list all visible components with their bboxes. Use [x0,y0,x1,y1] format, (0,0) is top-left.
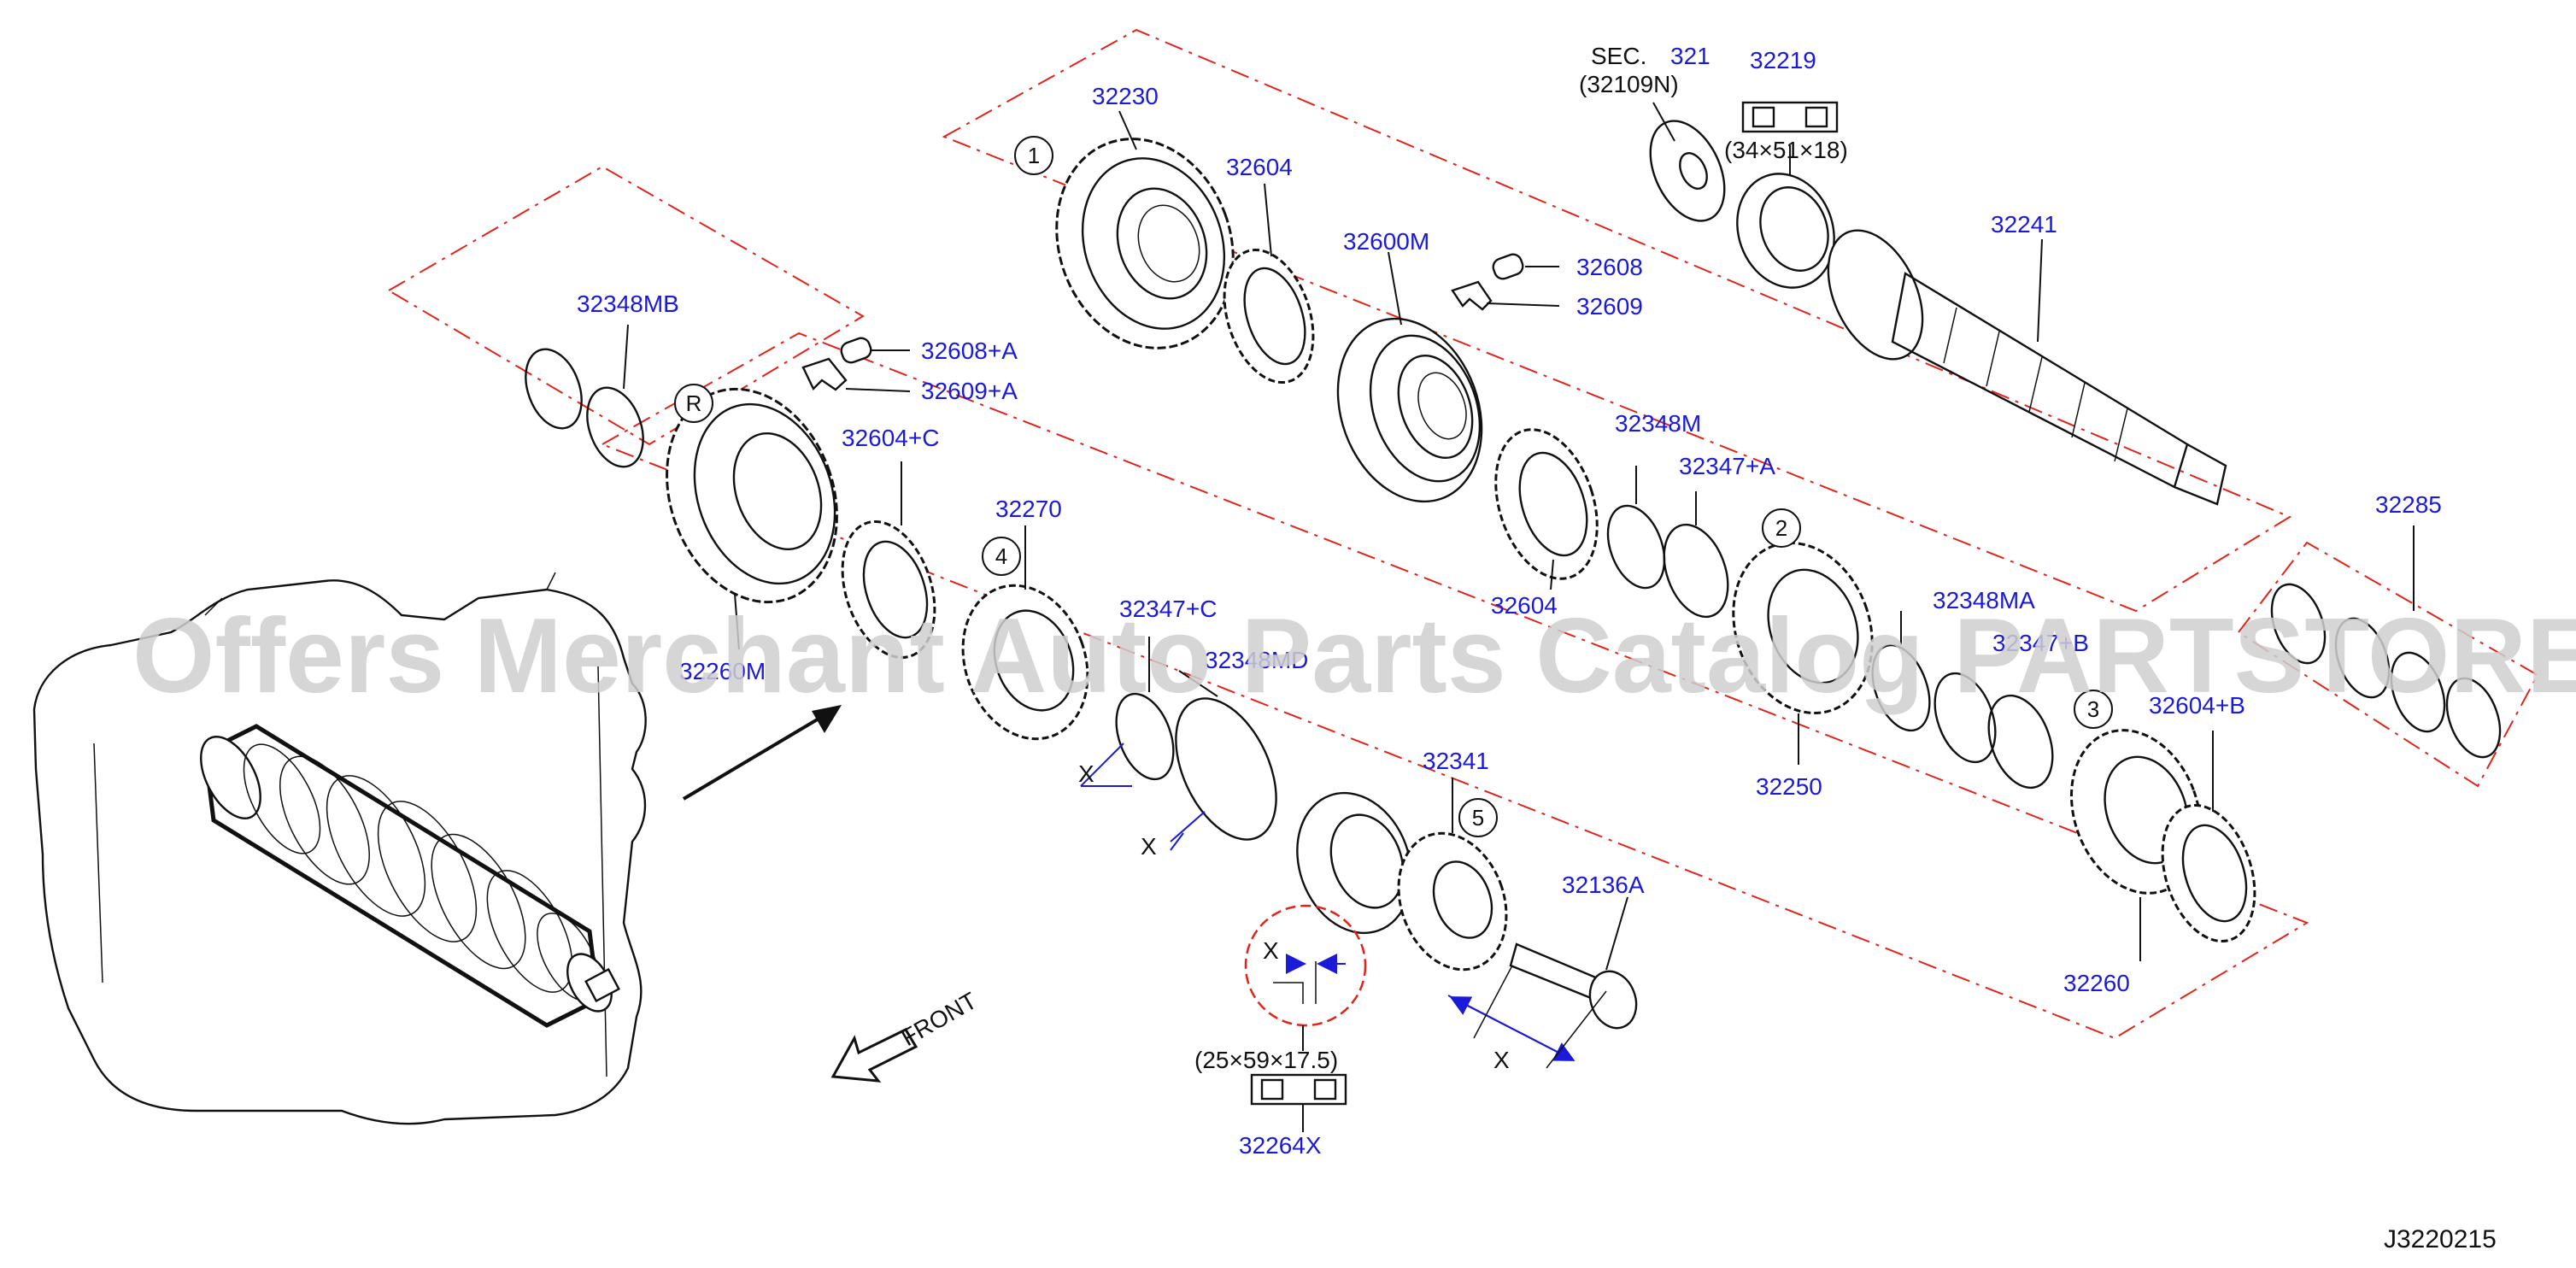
label-32348MA[interactable]: 32348MA [1933,587,2035,613]
svg-text:4: 4 [995,543,1007,569]
label-32260[interactable]: 32260 [2063,970,2130,996]
label-32347B[interactable]: 32347+B [1992,630,2089,656]
label-32609A[interactable]: 32609+A [921,378,1018,404]
part-32609-key[interactable] [1451,280,1493,311]
part-reverse-gear[interactable] [638,365,866,626]
callout-2: 2 [1762,508,1801,548]
group-outline-main [942,28,2292,613]
clearance-detail-circle [1244,904,1367,1027]
sec-ref-link[interactable]: 321 [1670,43,1710,69]
front-label: FRONT [897,987,982,1051]
part-32264X-bearing[interactable] [1278,777,1430,949]
sec-sub-label: (32109N) [1579,71,1679,97]
label-32609[interactable]: 32609 [1576,293,1643,320]
label-32264X-dims: (25×59×17.5) [1194,1047,1338,1073]
label-32348MB[interactable]: 32348MB [577,291,679,317]
label-32348M[interactable]: 32348M [1615,410,1701,437]
group-outline-lower [600,332,2309,1040]
front-direction-indicator: FRONT [830,987,982,1083]
callout-4: 4 [982,537,1021,576]
label-32250[interactable]: 32250 [1756,773,1822,800]
bearing-symbol-32264X [1250,1073,1347,1106]
x-marker-1: X [1078,760,1094,787]
part-32608A-spring[interactable] [839,336,873,365]
label-32608[interactable]: 32608 [1576,254,1643,280]
label-32260M[interactable]: 32260M [679,658,766,684]
part-32348MB-snap-ring[interactable] [515,342,653,475]
x-marker-4: X [1493,1047,1510,1073]
part-32241-main-shaft[interactable] [1810,215,2227,506]
part-32604-synchro-ring-top[interactable] [1209,238,1329,394]
sec-label: SEC. [1591,43,1646,69]
callout-R: R [674,384,713,423]
part-32604C-synchro-ring[interactable] [826,510,951,670]
label-32600M[interactable]: 32600M [1343,228,1429,255]
label-32347C[interactable]: 32347+C [1119,596,1217,622]
label-32270[interactable]: 32270 [995,496,1062,522]
part-32285-shim-set[interactable] [2262,577,2509,764]
part-32219-bearing[interactable] [1722,160,1850,301]
watermark: Offers Merchant Auto Parts Catalog PARTS… [132,597,2576,715]
part-32270-gear[interactable] [942,568,1108,757]
part-32250-gear[interactable] [1710,523,1895,732]
part-32347B-ring[interactable] [1923,665,2064,796]
bearing-symbol-32219 [1741,101,1839,133]
part-32230-gear[interactable] [1028,114,1261,373]
transmission-case-illustration [32,572,647,1125]
x-marker-2: X [1141,833,1157,860]
label-32241[interactable]: 32241 [1991,211,2057,238]
x-marker-3: X [1263,937,1279,964]
label-32604-top[interactable]: 32604 [1226,154,1293,180]
label-32348MD[interactable]: 32348MD [1205,647,1308,673]
svg-text:3: 3 [2087,696,2099,722]
part-32136A-bolt[interactable] [1509,942,1644,1035]
part-32348MA-snap-ring[interactable] [1862,637,1940,738]
svg-text:1: 1 [1028,143,1040,168]
part-32604B-synchro-ring[interactable] [2146,794,2271,954]
part-32348M-snap-ring[interactable] [1598,498,1675,596]
dimension-x-markers [1080,743,1607,1069]
svg-text:R: R [686,390,702,416]
group-outline-right [2237,541,2539,788]
group-outline-left [387,165,865,446]
part-32609A-key[interactable] [801,357,848,391]
label-32219[interactable]: 32219 [1750,47,1816,73]
label-32608A[interactable]: 32608+A [921,338,1018,364]
callout-1: 1 [1014,136,1053,175]
callout-3: 3 [2074,690,2113,729]
part-32600M-synchronizer[interactable] [1313,298,1506,521]
label-32604C[interactable]: 32604+C [842,425,939,451]
part-32608-spring[interactable] [1491,252,1525,281]
callout-5: 5 [1458,798,1498,837]
label-32285[interactable]: 32285 [2375,491,2442,518]
part-32348MD-snap-ring[interactable] [1155,683,1296,855]
part-sec-321[interactable] [1635,109,1739,233]
part-32604-synchro-ring-mid[interactable] [1478,416,1615,591]
diagram-code: J3220215 [2384,1225,2497,1253]
label-32136A[interactable]: 32136A [1562,872,1645,898]
label-32230[interactable]: 32230 [1092,83,1159,109]
svg-text:2: 2 [1775,515,1787,541]
svg-text:5: 5 [1472,805,1484,831]
part-32341-gear[interactable] [1381,818,1525,984]
label-32341[interactable]: 32341 [1423,748,1489,774]
view-direction-arrow [682,705,842,801]
label-32264X[interactable]: 32264X [1239,1132,1322,1159]
label-32219-dims: (34×51×18) [1724,137,1848,163]
leader-lines [623,102,2415,1132]
label-32347A[interactable]: 32347+A [1679,453,1775,479]
label-32604-mid[interactable]: 32604 [1491,592,1558,619]
label-32604B[interactable]: 32604+B [2149,692,2245,719]
part-32347A-ring[interactable] [1652,516,1740,626]
